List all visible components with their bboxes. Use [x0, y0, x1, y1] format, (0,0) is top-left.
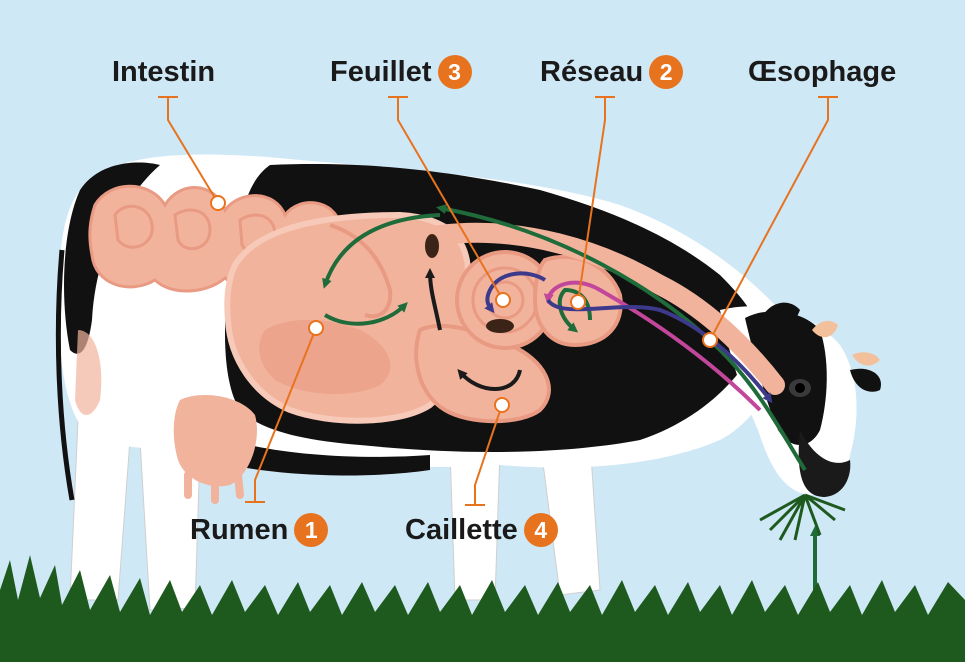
- reseau-number-badge: 2: [649, 55, 684, 89]
- feuillet-number-badge: 3: [437, 55, 472, 89]
- label-reseau-text: Réseau: [540, 56, 644, 88]
- label-caillette-text: Caillette: [405, 514, 518, 546]
- grass-ground: [0, 555, 965, 662]
- label-feuillet-text: Feuillet: [330, 56, 432, 88]
- label-rumen-text: Rumen: [190, 514, 289, 546]
- label-intestin-text: Intestin: [112, 56, 216, 88]
- label-oesophage-text: Œsophage: [748, 56, 897, 88]
- rumen-number-badge: 1: [294, 513, 329, 547]
- label-intestin: Intestin: [112, 55, 215, 89]
- leader-lines: [158, 96, 838, 506]
- grass-tuft: [759, 493, 846, 541]
- caillette-number-badge: 4: [523, 513, 558, 547]
- digestive-organs: [88, 184, 785, 424]
- label-oesophage: Œsophage: [748, 55, 896, 89]
